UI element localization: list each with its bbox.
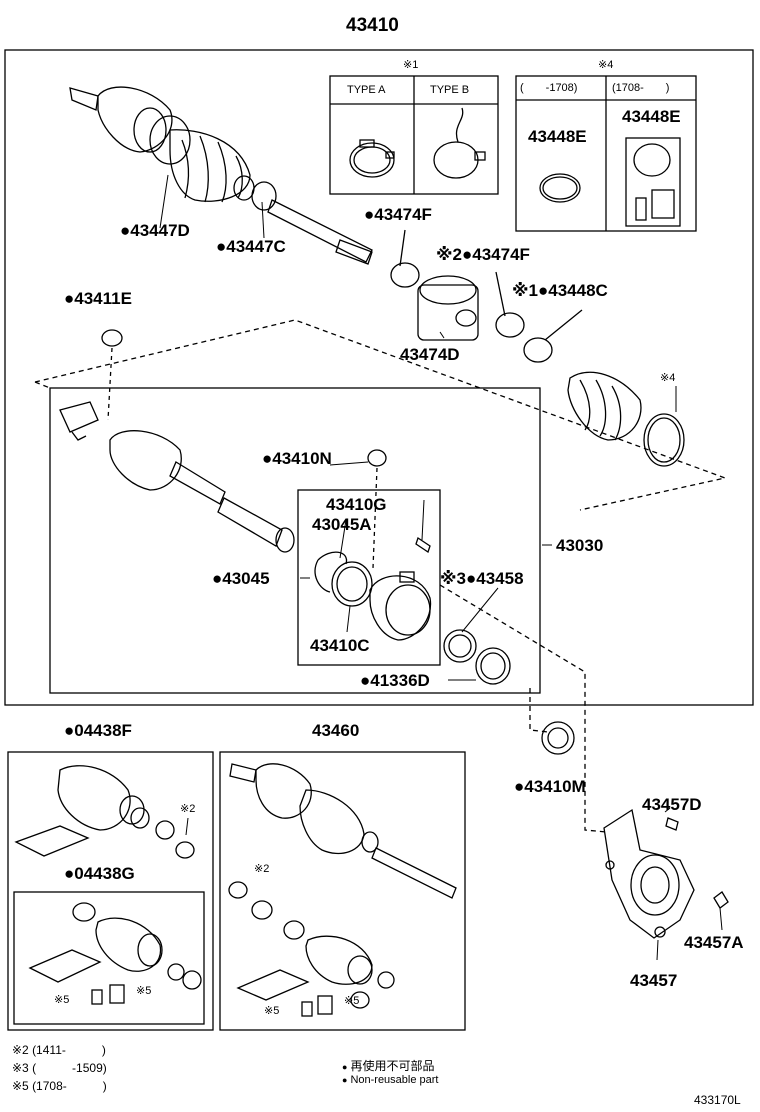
note1-marker: ※1 [403, 59, 419, 71]
note4-part-new: 43448E [622, 107, 681, 126]
part-43045A: 43045A [312, 515, 372, 534]
part-43410M: ●43410M [514, 777, 586, 796]
part-04438F: ●04438F [64, 721, 132, 740]
part-43457D: 43457D [642, 795, 702, 814]
kit-43460-note2: ※2 [254, 863, 270, 875]
drawing-number: 433170L [694, 1093, 741, 1107]
footnote-2: ※2 (1411- ) [12, 1043, 106, 1057]
part-41336D: ●41336D [360, 671, 430, 690]
inner-assembly-frame [49, 387, 541, 694]
part-43410N: ●43410N [262, 449, 332, 468]
part-43458: ※3●43458 [440, 569, 524, 588]
part-43410C: 43410C [310, 636, 370, 655]
note1-type-b: TYPE B [430, 84, 470, 96]
note4-table [515, 75, 697, 232]
part-43457: 43457 [630, 971, 678, 990]
kit-04438G-frame [13, 891, 205, 1025]
note4-part-old: 43448E [528, 127, 587, 146]
outer-joint-assembly [69, 86, 373, 265]
kit-04438G-note5a: ※5 [54, 994, 70, 1006]
footnote-3: ※3 ( -1509) [12, 1061, 107, 1075]
footnote-5: ※5 (1708- ) [12, 1079, 107, 1093]
kit-04438F-drawing [14, 765, 195, 859]
assembly-frame [4, 49, 754, 706]
kit-04438F-frame [7, 751, 214, 1031]
part-43457A: 43457A [684, 933, 744, 952]
part-43474F-a: ●43474F [364, 205, 432, 224]
note1-type-a: TYPE A [347, 84, 386, 96]
note1-table [329, 75, 499, 195]
part-43474F-b: ※2●43474F [436, 245, 530, 264]
note4-marker: ※4 [598, 59, 614, 71]
part-43474D: 43474D [400, 345, 460, 364]
kit-04438F-note2: ※2 [180, 803, 196, 815]
part-43447D: ●43447D [120, 221, 190, 240]
main-part-label: 43410 [346, 15, 399, 36]
inner-boot [567, 371, 685, 467]
part-43410G: 43410G [326, 495, 387, 514]
note4-range-old: ( -1708) [520, 82, 578, 94]
bracket-43457 [603, 808, 729, 939]
part-43411E: ●43411E [64, 289, 132, 308]
bearing-parts [314, 536, 511, 685]
part-43030: 43030 [556, 536, 604, 555]
kit-43460-note5b: ※5 [344, 995, 360, 1007]
dashed-envelope [34, 319, 728, 511]
kit-43460-drawing [228, 763, 457, 1017]
kit-04438G-drawing [28, 902, 202, 1005]
inner-shaft-assembly [59, 401, 295, 553]
part-43045: ●43045 [212, 569, 270, 588]
kit-43460-note5a: ※5 [264, 1005, 280, 1017]
legend-line-1: 再使用不可部品 [342, 1060, 434, 1072]
leader-lines [159, 174, 723, 961]
note4-boot-marker: ※4 [660, 372, 676, 384]
part-04438G: ●04438G [64, 864, 135, 883]
note4-range-new: (1708- ) [612, 82, 670, 94]
kit-04438G-note5b: ※5 [136, 985, 152, 997]
legend-line-2: Non-reusable part [342, 1075, 438, 1086]
part-43447C: ●43447C [216, 237, 286, 256]
part-43460: 43460 [312, 721, 360, 740]
kit-43460-frame [219, 751, 466, 1031]
boot-clamps [390, 229, 583, 363]
sub-assembly-box [297, 489, 441, 666]
part-43448C: ※1●43448C [512, 281, 608, 300]
